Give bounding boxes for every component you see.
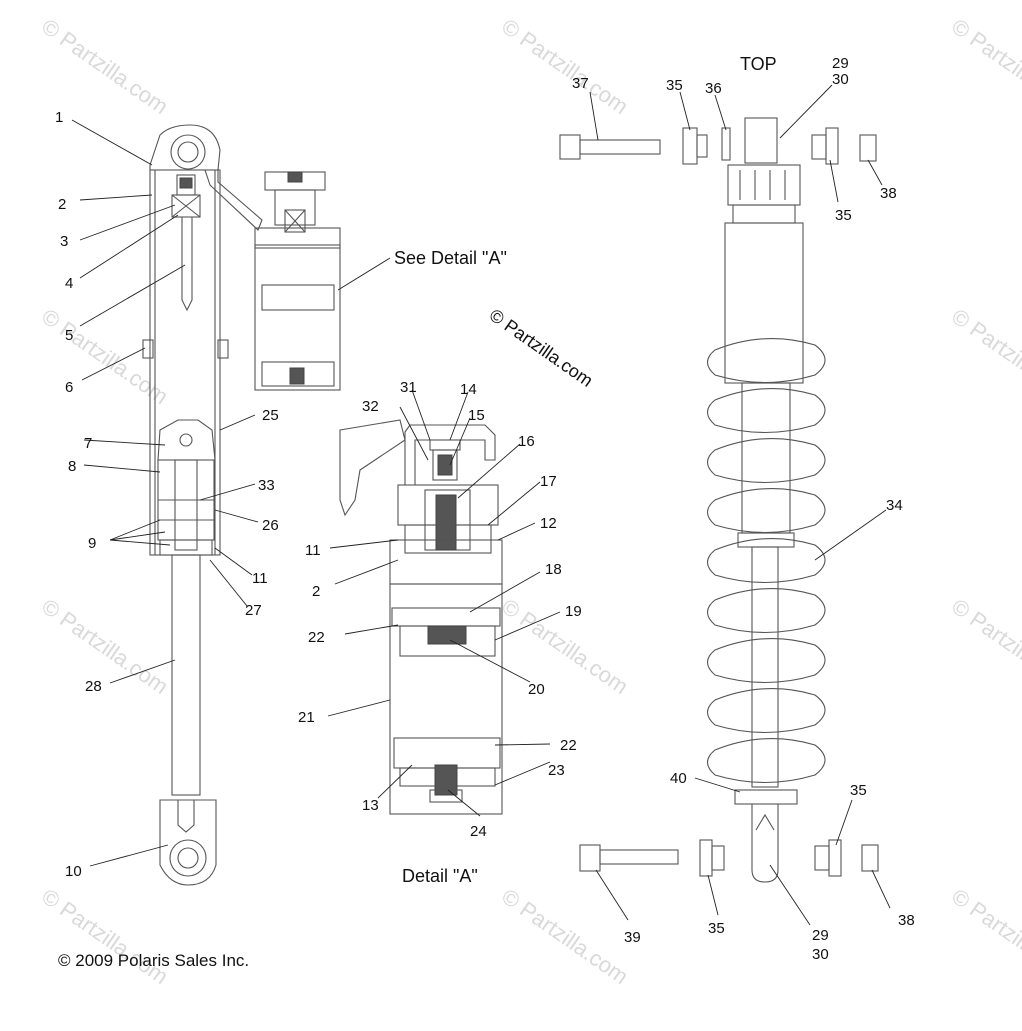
callout-8: 8 xyxy=(68,458,76,475)
callout-35: 35 xyxy=(835,207,852,224)
detail-title: Detail "A" xyxy=(402,866,478,886)
callout-34: 34 xyxy=(886,497,903,514)
callout-6: 6 xyxy=(65,379,73,396)
callout-38: 38 xyxy=(898,912,915,929)
callout-37: 37 xyxy=(572,75,589,92)
callout-29: 29 xyxy=(812,927,829,944)
callout-19: 19 xyxy=(565,603,582,620)
callout-23: 23 xyxy=(548,762,565,779)
watermark-tile: © Partzilla.com xyxy=(947,14,1022,120)
callout-11: 11 xyxy=(252,570,268,587)
callout-9: 9 xyxy=(88,535,96,552)
coil-spring xyxy=(706,338,826,783)
callout-22: 22 xyxy=(560,737,577,754)
callout-18: 18 xyxy=(545,561,562,578)
callout-30: 30 xyxy=(832,71,849,88)
callout-35: 35 xyxy=(850,782,867,799)
see-detail-label: See Detail "A" xyxy=(394,248,507,268)
callout-29: 29 xyxy=(832,55,849,72)
callout-4: 4 xyxy=(65,275,73,292)
callout-32: 32 xyxy=(362,398,379,415)
callout-31: 31 xyxy=(400,379,417,396)
top-label: TOP xyxy=(740,54,777,74)
callout-30: 30 xyxy=(812,946,829,963)
callout-20: 20 xyxy=(528,681,545,698)
watermark-tile: © Partzilla.com xyxy=(497,14,633,120)
callout-28: 28 xyxy=(85,678,102,695)
callout-24: 24 xyxy=(470,823,487,840)
hardware xyxy=(559,127,879,877)
callout-labels: 1 2 3 4 5 6 7 8 9 10 11 11 2 12 13 14 15… xyxy=(55,55,915,963)
callout-11: 11 xyxy=(305,542,321,559)
callout-21: 21 xyxy=(298,709,315,726)
reservoir-small xyxy=(254,171,341,391)
callout-12: 12 xyxy=(540,515,557,532)
callout-14: 14 xyxy=(460,381,477,398)
callout-15: 15 xyxy=(468,407,485,424)
callout-2: 2 xyxy=(312,583,320,600)
right-coilover-assembly xyxy=(706,117,826,883)
callout-25: 25 xyxy=(262,407,279,424)
watermark-tile: © Partzilla.com xyxy=(497,884,633,990)
watermark-tile: © Partzilla.com xyxy=(37,594,173,700)
callout-35: 35 xyxy=(666,77,683,94)
callout-16: 16 xyxy=(518,433,535,450)
callout-33: 33 xyxy=(258,477,275,494)
callout-40: 40 xyxy=(670,770,687,787)
watermark-tile: © Partzilla.com xyxy=(37,14,173,120)
left-shock-assembly xyxy=(142,124,263,886)
callout-7: 7 xyxy=(84,435,92,452)
callout-2: 2 xyxy=(58,196,66,213)
watermark-tile: © Partzilla.com xyxy=(947,594,1022,700)
callout-35: 35 xyxy=(708,920,725,937)
callout-10: 10 xyxy=(65,863,82,880)
callout-17: 17 xyxy=(540,473,557,490)
watermark-center: © Partzilla.com xyxy=(486,305,597,391)
callout-13: 13 xyxy=(362,797,379,814)
callout-3: 3 xyxy=(60,233,68,250)
leader-lines xyxy=(71,84,891,926)
watermark-tile: © Partzilla.com xyxy=(947,304,1022,410)
callout-5: 5 xyxy=(65,327,73,344)
callout-27: 27 xyxy=(245,602,262,619)
watermark-tile: © Partzilla.com xyxy=(947,884,1022,990)
watermark-tiles: © Partzilla.com © Partzilla.com © Partzi… xyxy=(37,14,1022,990)
callout-36: 36 xyxy=(705,80,722,97)
watermark-tile: © Partzilla.com xyxy=(37,884,173,990)
callout-26: 26 xyxy=(262,517,279,534)
callout-22: 22 xyxy=(308,629,325,646)
detail-a-assembly xyxy=(339,419,503,815)
copyright-text: © 2009 Polaris Sales Inc. xyxy=(58,951,249,970)
callout-39: 39 xyxy=(624,929,641,946)
callout-1: 1 xyxy=(55,109,63,126)
callout-38: 38 xyxy=(880,185,897,202)
